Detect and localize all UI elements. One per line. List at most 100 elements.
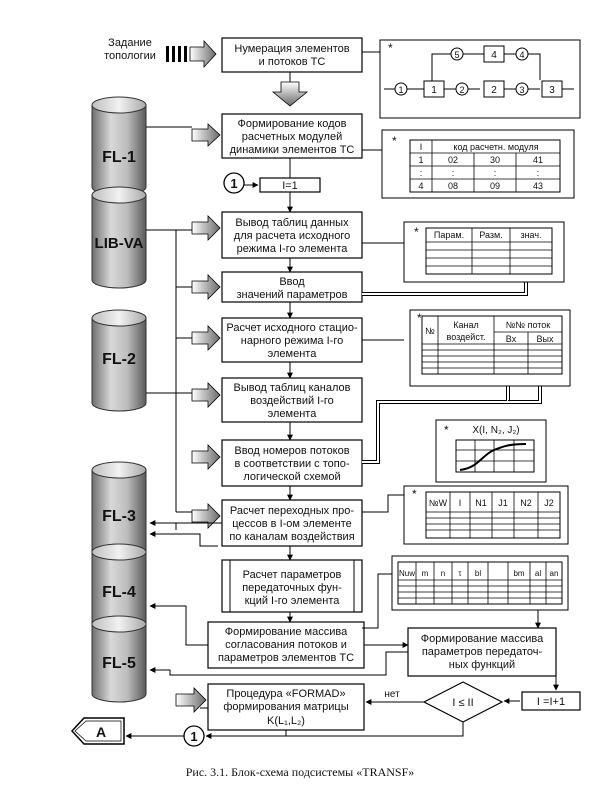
svg-text:K(L₁,L₂): K(L₁,L₂): [267, 715, 305, 727]
decision-condition: I ≤ II: [452, 697, 473, 709]
svg-text:согласования потоков и: согласования потоков и: [225, 639, 347, 651]
svg-text:I: I: [420, 142, 423, 152]
svg-text:цессов в I-ом элементе: цессов в I-ом элементе: [232, 518, 352, 530]
svg-text::: :: [537, 168, 540, 178]
svg-text:в соответствии с топо-: в соответствии с топо-: [235, 458, 350, 470]
panel-topology: * 1 1 2 2 3 3 5 4 4: [379, 39, 581, 119]
svg-text:знач.: знач.: [520, 230, 541, 240]
box-calc-transient: Расчет переходных про- цессов в I-ом эле…: [221, 499, 363, 547]
striped-arrow-icon: [166, 39, 217, 69]
svg-text::: :: [452, 168, 455, 178]
box-numbering: Нумерация элементов и потоков ТС: [221, 37, 363, 73]
svg-text:41: 41: [533, 155, 543, 165]
svg-text:нарного режима I-го: нарного режима I-го: [241, 335, 343, 347]
svg-text:логической схемой: логической схемой: [243, 471, 340, 483]
svg-text:Формирование кодов: Формирование кодов: [238, 118, 347, 130]
svg-text:I =I+1: I =I+1: [537, 696, 565, 708]
svg-text:an: an: [550, 569, 559, 578]
svg-text:элемента: элемента: [268, 408, 318, 420]
svg-text:передаточных фун-: передаточных фун-: [242, 582, 342, 594]
cylinder-fl1-label: FL-1: [102, 149, 136, 166]
svg-text:Ввод: Ввод: [279, 276, 305, 288]
svg-text:5: 5: [454, 50, 459, 60]
link-match-transfer-table: [362, 573, 392, 629]
svg-text::: :: [494, 168, 497, 178]
svg-text:*: *: [417, 311, 422, 325]
arrow-fl1-to-forming: [146, 123, 221, 147]
svg-text:ных функций: ных функций: [449, 659, 515, 671]
svg-text:09: 09: [490, 181, 500, 191]
svg-text:значений параметров: значений параметров: [236, 289, 347, 301]
box-input-flow-numbers: Ввод номеров потоков в соответствии с то…: [221, 439, 363, 487]
svg-text:*: *: [392, 134, 397, 148]
svg-text:4: 4: [491, 50, 497, 61]
panel-flows-table: * №W I N1 J1 N2 J2: [403, 485, 569, 545]
svg-text:1: 1: [398, 85, 403, 95]
svg-text:J2: J2: [544, 498, 554, 508]
svg-text:1: 1: [418, 155, 423, 165]
svg-text:Парам.: Парам.: [434, 230, 464, 240]
cylinder-libva-label: LIB-VA: [95, 235, 144, 252]
svg-text:Канал: Канал: [453, 320, 478, 330]
svg-text:№W: №W: [429, 498, 448, 508]
svg-text:A: A: [96, 724, 106, 740]
input-label-line2: топологии: [104, 50, 156, 62]
box-form-array-match: Формирование массива согласования потоко…: [207, 621, 365, 669]
svg-text:4: 4: [519, 50, 524, 60]
box-formad: Процедура «FORMAD» формирования матрицы …: [207, 683, 365, 731]
svg-text:J1: J1: [498, 498, 508, 508]
svg-text:по каналам воздействия: по каналам воздействия: [229, 531, 354, 543]
box-output-channels: Вывод таблиц каналов воздействий I-го эл…: [221, 377, 363, 423]
hollow-down-arrow-icon: [271, 81, 309, 107]
box-i-increment: I =I+1: [521, 691, 581, 711]
svg-text:Расчет параметров: Расчет параметров: [243, 569, 342, 581]
arrow-libva-to-output: [146, 215, 221, 241]
svg-text:Вх: Вх: [506, 334, 517, 344]
svg-text:*: *: [412, 487, 417, 501]
svg-text:код расчетн. модуля: код расчетн. модуля: [453, 142, 538, 152]
svg-text:Расчет исходного стацио-: Расчет исходного стацио-: [226, 322, 358, 334]
svg-text:Нумерация элементов: Нумерация элементов: [234, 43, 349, 55]
decision-yes-line: [205, 722, 464, 739]
svg-text:1: 1: [431, 85, 437, 96]
svg-text:формирования матрицы: формирования матрицы: [223, 701, 348, 713]
svg-text:2: 2: [459, 85, 464, 95]
cylinder-fl3: FL-3: [91, 461, 147, 561]
cylinder-fl4-label: FL-4: [102, 584, 136, 601]
panel-transfer-table: Nuw m n τ bl bm al an: [391, 555, 569, 611]
svg-text:Процедура «FORMAD»: Процедура «FORMAD»: [226, 688, 345, 700]
svg-text:4: 4: [418, 181, 423, 191]
box-output-tables: Вывод таблиц данных для расчета исходног…: [221, 211, 363, 259]
arrow-to-input-flow-numbers: [191, 444, 221, 470]
cylinder-fl4: FL-4: [91, 543, 147, 633]
svg-text:динамики элементов ТС: динамики элементов ТС: [230, 144, 355, 156]
connector-a: A: [70, 717, 125, 745]
svg-text:элемента: элемента: [268, 348, 318, 360]
panel-codes-table: * I код расчетн. модуля 1 02 30 41 : : :…: [381, 129, 575, 199]
svg-text:N2: N2: [520, 498, 532, 508]
cylinder-fl2: FL-2: [91, 309, 147, 412]
svg-text:1: 1: [230, 176, 237, 191]
svg-text:08: 08: [448, 181, 458, 191]
box-form-array-transfer: Формирование массива параметров передато…: [407, 627, 557, 677]
cylinder-fl1: FL-1: [91, 96, 147, 196]
box-i-init: I=1: [259, 177, 321, 193]
box-forming-codes: Формирование кодов расчетных модулей дин…: [221, 113, 363, 159]
svg-text:режима I-го элемента: режима I-го элемента: [237, 243, 349, 255]
svg-text:1: 1: [190, 729, 197, 744]
return-to-fl5: [149, 651, 408, 676]
cylinder-fl3-label: FL-3: [102, 508, 136, 525]
topology-input-label: Задание топологии: [104, 37, 156, 62]
connector-one-top: 1: [223, 172, 245, 194]
cylinder-fl5: FL-5: [91, 615, 147, 703]
svg-text:Разм.: Разм.: [479, 230, 502, 240]
box-calc-transfer: Расчет параметров передаточных фун- кций…: [221, 559, 363, 613]
svg-text:*: *: [414, 225, 419, 239]
svg-text:и потоков ТС: и потоков ТС: [259, 56, 326, 68]
input-label-line1: Задание: [108, 37, 152, 49]
panel-params-table: * Парам. Разм. знач.: [403, 221, 565, 283]
connector-one-bottom: 1: [183, 725, 205, 747]
svg-text:I: I: [459, 498, 462, 508]
svg-text:43: 43: [533, 181, 543, 191]
